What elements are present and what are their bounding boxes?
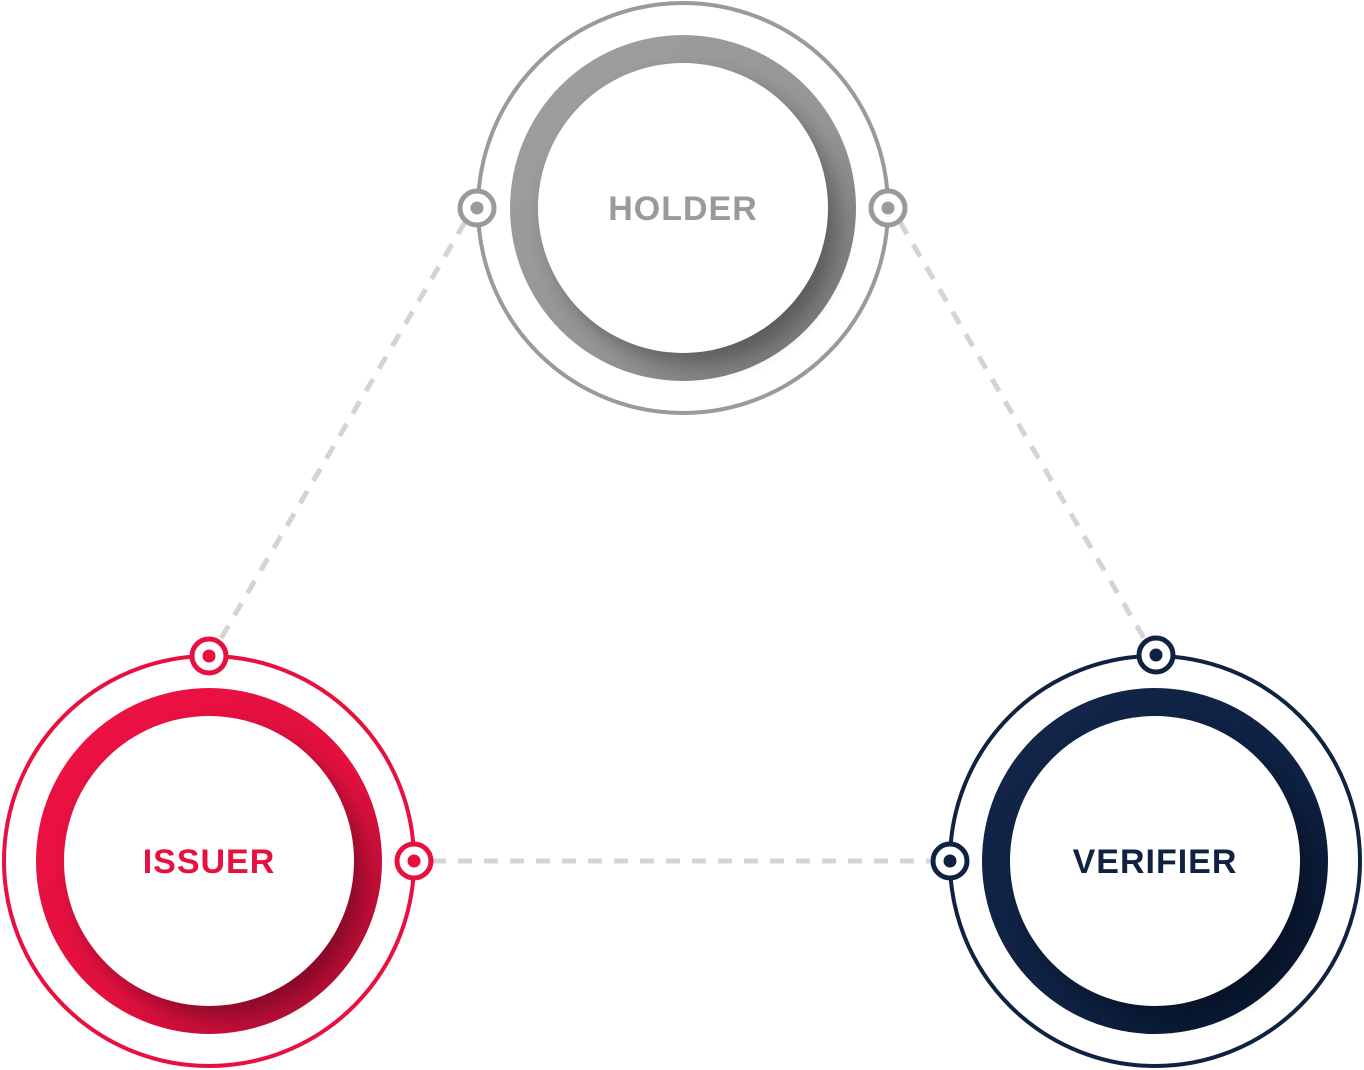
verifier-top-port bbox=[1136, 635, 1176, 675]
verifier-inner-disc bbox=[1010, 716, 1300, 1006]
issuer-right-port bbox=[394, 841, 434, 881]
verifier-left-port bbox=[930, 841, 970, 881]
issuer-node: ISSUER bbox=[2, 636, 434, 1068]
holder-right-port bbox=[868, 188, 908, 228]
issuer-inner-disc bbox=[64, 716, 354, 1006]
verifier-node: VERIFIER bbox=[930, 635, 1362, 1068]
verifier-label: VERIFIER bbox=[1073, 843, 1238, 881]
holder-left-port bbox=[457, 188, 497, 228]
holder-label: HOLDER bbox=[608, 190, 758, 228]
holder-node: HOLDER bbox=[457, 1, 908, 415]
holder-inner-disc bbox=[538, 63, 828, 353]
connector-holder-issuer bbox=[217, 220, 468, 642]
issuer-label: ISSUER bbox=[143, 843, 276, 881]
issuer-top-port bbox=[189, 636, 229, 676]
connector-holder-verifier bbox=[897, 220, 1148, 642]
